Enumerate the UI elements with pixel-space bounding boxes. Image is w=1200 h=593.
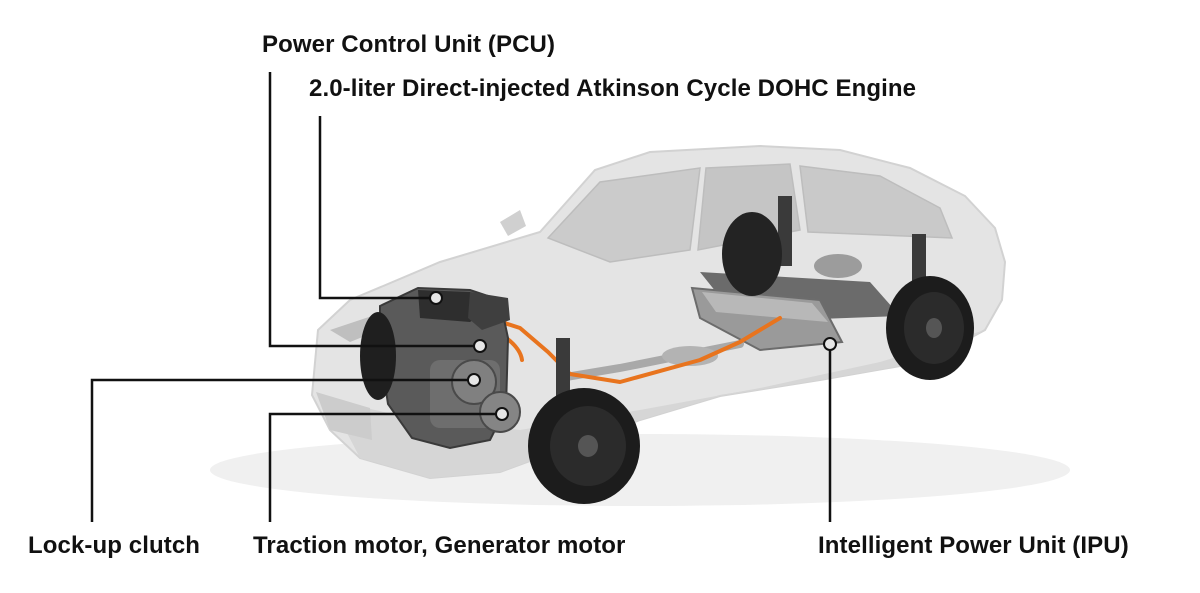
car-lower-body-shade [330,330,985,478]
center-muffler [662,346,718,366]
callout-dot-engine [429,291,443,305]
label-intelligent-power-unit: Intelligent Power Unit (IPU) [818,532,1129,559]
exhaust-pipe [556,340,744,382]
front-wheel [528,388,640,504]
callout-dot-pcu [473,339,487,353]
callout-dot-ipu [823,337,837,351]
windshield [546,167,701,263]
front-wheel-left [360,312,396,400]
leader-line-engine [318,116,432,300]
label-traction-generator-motor: Traction motor, Generator motor [253,532,626,559]
label-engine: 2.0-liter Direct-injected Atkinson Cycle… [309,75,917,102]
front-grille [316,392,372,440]
leader-line-pcu [268,72,476,348]
leader-line-motors [268,412,498,522]
rear-muffler [814,254,862,278]
label-lockup-clutch: Lock-up clutch [28,532,201,559]
callout-dot-motors [495,407,509,421]
leader-line-lockup-clutch [90,378,470,522]
ipu-battery-top [702,292,828,322]
callout-dot-lockup-clutch [467,373,481,387]
ground-shadow [210,434,1070,506]
side-window-rear [799,165,954,239]
label-power-control-unit: Power Control Unit (PCU) [262,31,556,58]
rear-wheel [886,276,974,380]
side-mirror [500,210,526,236]
pcu-unit [468,292,510,330]
front-strut [556,338,570,398]
rear-wheel-left [722,212,782,296]
